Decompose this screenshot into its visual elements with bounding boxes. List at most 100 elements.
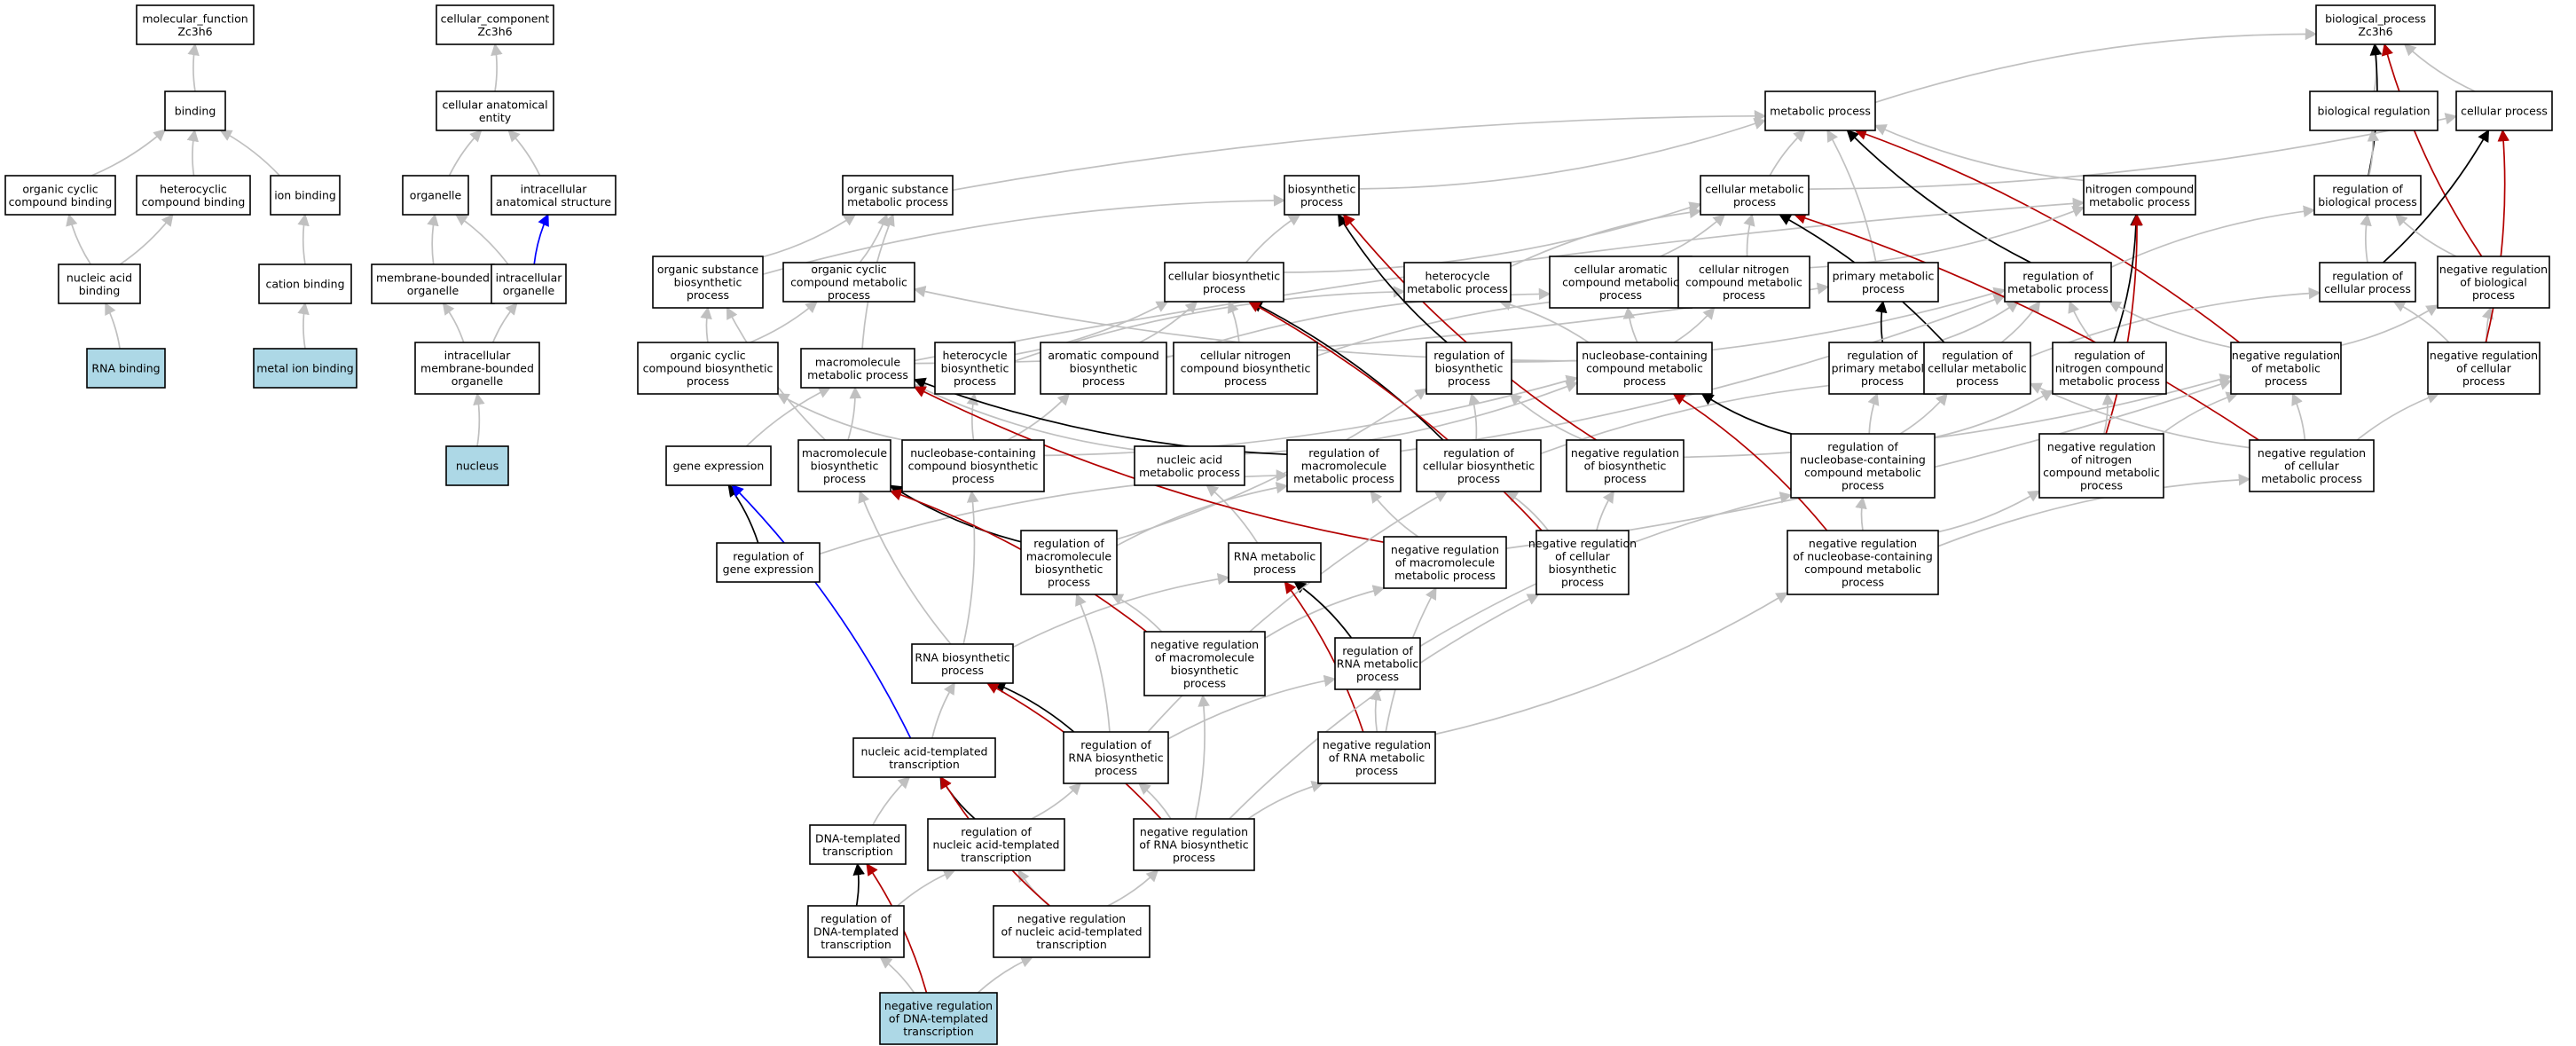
go-term-node-org[interactable]: organelle xyxy=(402,175,469,216)
node-box xyxy=(2313,175,2422,216)
edge-is-a-nrncmp-to-rncmp xyxy=(2101,392,2115,435)
edge-is-a-nrrnamp-to-nrncbmp xyxy=(1434,592,1789,735)
go-term-node-breg[interactable]: biological regulation xyxy=(2309,90,2439,131)
go-term-node-cp[interactable]: cellular process xyxy=(2455,90,2553,131)
go-term-node-catb[interactable]: cation binding xyxy=(258,263,352,304)
node-label: ion binding xyxy=(274,189,336,202)
edge-is-a-rncmp-to-rmp xyxy=(2068,300,2095,343)
edge-is-a-mbp-to-mmp xyxy=(847,386,862,441)
edge-is-a-occbp-to-occmp xyxy=(750,301,818,343)
edge-is-a-ncbmp-to-hmp xyxy=(1498,298,1590,343)
node-box xyxy=(1923,342,2031,395)
edge-is-a-mp-to-bp xyxy=(1874,28,2318,104)
node-box xyxy=(1764,90,1876,131)
node-box xyxy=(652,256,764,309)
node-box xyxy=(842,175,954,216)
go-term-node-mp[interactable]: metabolic process xyxy=(1764,90,1876,131)
edge-is-a-cncmp-to-ncmp xyxy=(1809,205,2085,269)
go-term-node-ionb[interactable]: ion binding xyxy=(270,175,341,216)
go-term-node-nucleus[interactable]: nucleus xyxy=(445,445,509,486)
go-term-node-mib[interactable]: metal ion binding xyxy=(253,348,357,389)
edge-regulates-rmbp-to-mbp xyxy=(889,484,1022,543)
go-term-node-rnab[interactable]: RNA binding xyxy=(86,348,166,389)
node-label: biological regulation xyxy=(2317,105,2430,118)
go-term-node-binding[interactable]: binding xyxy=(164,90,226,131)
go-term-node-ge[interactable]: gene expression xyxy=(665,445,772,486)
node-box xyxy=(1164,262,1284,303)
